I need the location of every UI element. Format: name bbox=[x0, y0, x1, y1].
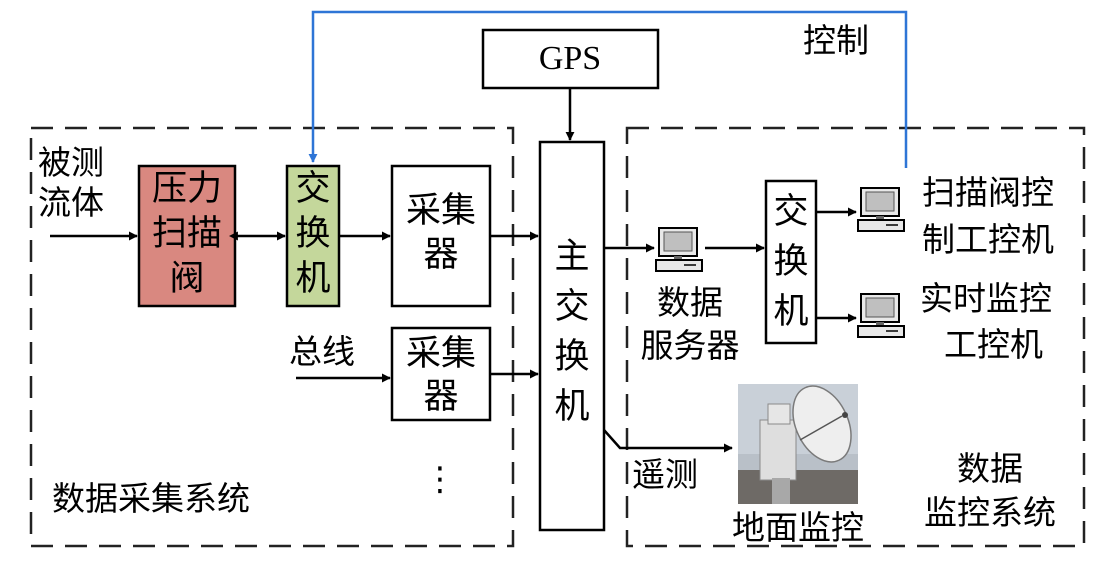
collector-2-box bbox=[390, 326, 492, 422]
data-server-label-2: 服务器 bbox=[641, 326, 740, 365]
collector-1-label-1: 采集 bbox=[406, 191, 476, 231]
scanner-ipc-label-1: 扫描阀控 bbox=[922, 173, 1054, 212]
radar-antenna-image bbox=[738, 384, 858, 504]
pressure-scanner-label-1: 压力 bbox=[152, 169, 222, 209]
main-switch-char-3: 换 bbox=[554, 337, 589, 377]
switch-left-char-3: 机 bbox=[295, 259, 330, 299]
pressure-scanner-box bbox=[137, 164, 237, 308]
pressure-scanner-label-3: 阀 bbox=[169, 259, 204, 299]
measured-fluid-label-2: 流体 bbox=[38, 183, 104, 222]
collector-2-label-1: 采集 bbox=[406, 334, 476, 374]
collector-1-label-2: 器 bbox=[423, 235, 458, 275]
ellipsis: ⋮ bbox=[424, 459, 457, 498]
main-switch-char-4: 机 bbox=[554, 387, 589, 427]
gps-box bbox=[481, 28, 660, 90]
switch-left-char-1: 交 bbox=[295, 169, 330, 209]
control-label: 控制 bbox=[803, 21, 869, 60]
monitor-system-label-2: 监控系统 bbox=[924, 493, 1056, 532]
acquisition-system-label: 数据采集系统 bbox=[52, 479, 250, 518]
monitor-system-label-1: 数据 bbox=[957, 449, 1023, 488]
switch-right-char-2: 换 bbox=[773, 242, 808, 282]
main-switch-box bbox=[538, 140, 606, 532]
measured-fluid-label-1: 被测 bbox=[38, 143, 104, 182]
bus-label: 总线 bbox=[289, 332, 355, 371]
switch-right-box bbox=[764, 179, 818, 345]
control-feedback-line bbox=[308, 10, 908, 168]
pressure-scanner-label-2: 扫描 bbox=[152, 214, 222, 254]
switch-right-char-1: 交 bbox=[773, 192, 808, 232]
telemetry-arrow bbox=[603, 429, 733, 453]
switch-right-char-3: 机 bbox=[773, 292, 808, 332]
realtime-ipc-computer-icon bbox=[857, 293, 905, 338]
collector-1-box bbox=[390, 164, 492, 308]
acquisition-system-boundary bbox=[29, 126, 515, 548]
telemetry-label: 遥测 bbox=[632, 455, 698, 494]
ground-monitor-label: 地面监控 bbox=[732, 508, 864, 547]
monitor-system-boundary bbox=[625, 126, 1086, 548]
realtime-ipc-label-2: 工控机 bbox=[944, 325, 1043, 364]
realtime-ipc-label-1: 实时监控 bbox=[920, 279, 1052, 318]
collector-2-label-2: 器 bbox=[423, 377, 458, 417]
data-server-label-1: 数据 bbox=[657, 283, 723, 322]
scanner-ipc-computer-icon bbox=[857, 187, 905, 232]
main-switch-char-2: 交 bbox=[554, 287, 589, 327]
main-switch-char-1: 主 bbox=[554, 237, 589, 277]
switch-left-char-2: 换 bbox=[295, 214, 330, 254]
gps-label: GPS bbox=[539, 40, 601, 77]
data-server-computer-icon bbox=[655, 227, 703, 272]
scanner-ipc-label-2: 制工控机 bbox=[922, 220, 1054, 259]
